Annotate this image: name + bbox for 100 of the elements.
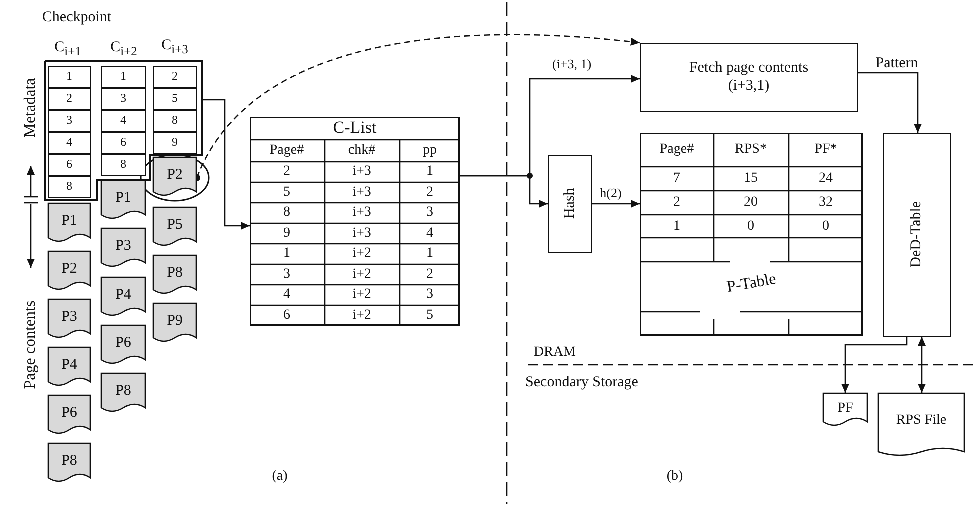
node-label: Hash [561, 188, 578, 220]
page-document [101, 277, 146, 319]
table-cell: chk# [348, 144, 376, 158]
p-table [640, 133, 863, 336]
table-cell: 32 [819, 196, 833, 210]
arrow [918, 337, 926, 393]
metadata-entry [48, 110, 91, 132]
node-label: P6 [116, 335, 132, 352]
axis-label: Metadata [23, 78, 39, 138]
page-document [101, 228, 146, 270]
table-cell: PF* [814, 143, 838, 157]
page-document [101, 180, 146, 222]
table-cell: i+3 [352, 226, 372, 240]
node-label: 1 [120, 70, 126, 84]
page-document [48, 299, 91, 341]
node-label: 3 [120, 92, 126, 106]
node-label: P8 [167, 265, 183, 282]
node-label: P4 [116, 287, 132, 304]
region-label: DRAM [534, 346, 576, 360]
heading: Checkpoint [42, 10, 112, 26]
arrow [858, 72, 922, 133]
node-label: 8 [120, 158, 126, 172]
table-title: C-List [333, 118, 377, 138]
table-cell: 0 [748, 220, 754, 234]
metadata-entry [48, 154, 91, 176]
table-cell: 1 [674, 220, 680, 234]
metadata-entry [153, 66, 197, 88]
table-cell: i+2 [352, 308, 372, 322]
metadata-entry [153, 132, 197, 154]
file-document [823, 393, 868, 429]
node-label: 2 [172, 70, 178, 84]
table-cell: 2 [426, 186, 434, 200]
node-label: 8 [172, 114, 178, 128]
table-cell: Page# [270, 144, 304, 158]
metadata-entry [48, 176, 91, 198]
node-label: Fetch page contents (i+3,1) [688, 60, 810, 95]
node-label: P1 [116, 190, 132, 208]
table-cell: 4 [426, 226, 434, 240]
table-cell: 7 [674, 172, 680, 186]
table-cell: 9 [284, 226, 290, 240]
table-cell: 3 [426, 288, 434, 302]
table-cell: 4 [284, 288, 290, 302]
table-cell: 1 [426, 165, 434, 179]
arrow [592, 200, 640, 208]
table-cell: i+3 [352, 206, 372, 220]
axis-label: Page contents [23, 300, 39, 390]
node-label: P2 [167, 167, 183, 184]
node-label: 4 [66, 136, 72, 150]
node-label: 8 [66, 180, 72, 194]
page-document [153, 303, 197, 345]
table-cell: 2 [674, 196, 680, 210]
node-label: P6 [62, 405, 78, 422]
node-label: 5 [172, 92, 178, 106]
process-box [883, 133, 951, 337]
node-label: P8 [116, 383, 132, 400]
table-cell: i+2 [352, 247, 372, 261]
arrow [842, 337, 908, 393]
node-label: P2 [62, 261, 78, 278]
metadata-entry [48, 88, 91, 110]
panel-label: (a) [272, 470, 288, 484]
node-label: RPS File [896, 413, 947, 430]
node-label: P8 [62, 453, 78, 470]
table-cell: 8 [284, 206, 290, 220]
metadata-entry [153, 110, 197, 132]
metadata-entry [101, 154, 146, 176]
metadata-entry [153, 88, 197, 110]
table-cell: 2 [284, 165, 290, 179]
node-label: P9 [167, 313, 183, 330]
node-label: 6 [66, 158, 72, 172]
node-label: P3 [116, 238, 132, 256]
column-label: C$_{i+2}$ [110, 40, 138, 58]
process-box [548, 155, 592, 253]
node-label: P4 [62, 357, 78, 374]
table-cell: 1 [426, 247, 434, 261]
node-label: P5 [167, 217, 183, 234]
metadata-entry [48, 66, 91, 88]
table-cell: 3 [426, 206, 434, 220]
arrow [460, 175, 548, 208]
table-cell: i+2 [352, 268, 372, 282]
table-cell: i+3 [352, 186, 372, 200]
page-document [101, 325, 146, 367]
table-cell: 1 [284, 247, 290, 261]
page-document [48, 443, 91, 485]
page-document [48, 395, 91, 437]
node-label: 2 [66, 92, 72, 106]
table-cell: 15 [744, 172, 758, 186]
table-cell: Page# [660, 143, 694, 157]
node-label: 6 [120, 136, 126, 150]
table-cell: 24 [819, 172, 833, 186]
table-cell: 20 [744, 196, 758, 210]
table-cell: 5 [284, 186, 290, 200]
metadata-entry [101, 88, 146, 110]
page-document [48, 347, 91, 389]
table-cell: i+2 [352, 288, 372, 302]
table-cell: 6 [284, 308, 290, 322]
metadata-entry [101, 110, 146, 132]
table-cell: 3 [284, 268, 290, 282]
node-label: PF [838, 401, 854, 418]
page-document [153, 207, 197, 249]
node-label: P3 [62, 309, 78, 326]
